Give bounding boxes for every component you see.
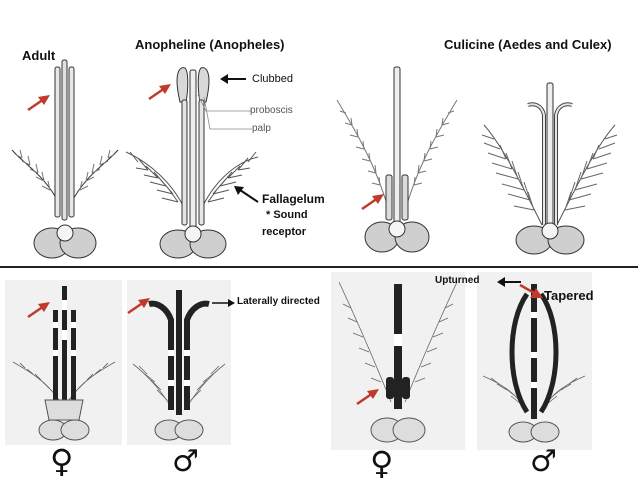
anopheles-male-head-drawing	[125, 67, 259, 259]
laterally-directed-label: Laterally directed	[237, 296, 320, 307]
male-symbol: ♂	[172, 444, 199, 479]
sound-note-label: * Sound	[266, 209, 308, 221]
female-symbol: ♀	[370, 444, 394, 482]
proboscis-leader-line	[197, 94, 252, 130]
red-arrow-adult	[27, 95, 50, 112]
culicine-male-head-drawing	[481, 82, 618, 255]
anopheles-female-head-drawing	[11, 59, 119, 259]
culex-female-palps-drawing	[338, 281, 458, 443]
upturned-arrow	[497, 277, 521, 287]
clubbed-label: Clubbed	[252, 73, 293, 85]
culex-male-palps-drawing	[482, 284, 586, 443]
anopheles-male-palps-drawing	[132, 290, 226, 441]
fallagelum-arrow	[234, 186, 259, 203]
male-symbol: ♂	[530, 444, 557, 479]
female-symbol: ♀	[50, 442, 74, 480]
fallagelum-label: Fallagelum	[262, 192, 325, 206]
culicine-female-head-drawing	[336, 66, 458, 253]
section-divider	[0, 266, 638, 268]
laterally-directed-arrow	[212, 299, 235, 307]
red-arrow-tapered	[519, 283, 543, 298]
proboscis-label: proboscis	[250, 105, 293, 116]
red-arrow-bottom-3	[356, 389, 379, 406]
upturned-label: Upturned	[435, 275, 480, 286]
culicine-title: Culicine (Aedes and Culex)	[444, 37, 612, 52]
palp-label: palp	[252, 123, 271, 134]
red-arrow-culicine	[361, 194, 384, 211]
red-arrow-bottom-2	[127, 298, 150, 315]
red-arrow-bottom-1	[27, 302, 50, 319]
anopheline-title: Anopheline (Anopheles)	[135, 37, 285, 52]
adult-label: Adult	[22, 48, 56, 63]
anopheles-female-palps-drawing	[12, 286, 116, 441]
clubbed-arrow	[220, 74, 246, 84]
tapered-label: Tapered	[544, 288, 594, 303]
red-arrow-anopheline	[148, 84, 171, 101]
receptor-label: receptor	[262, 226, 307, 238]
